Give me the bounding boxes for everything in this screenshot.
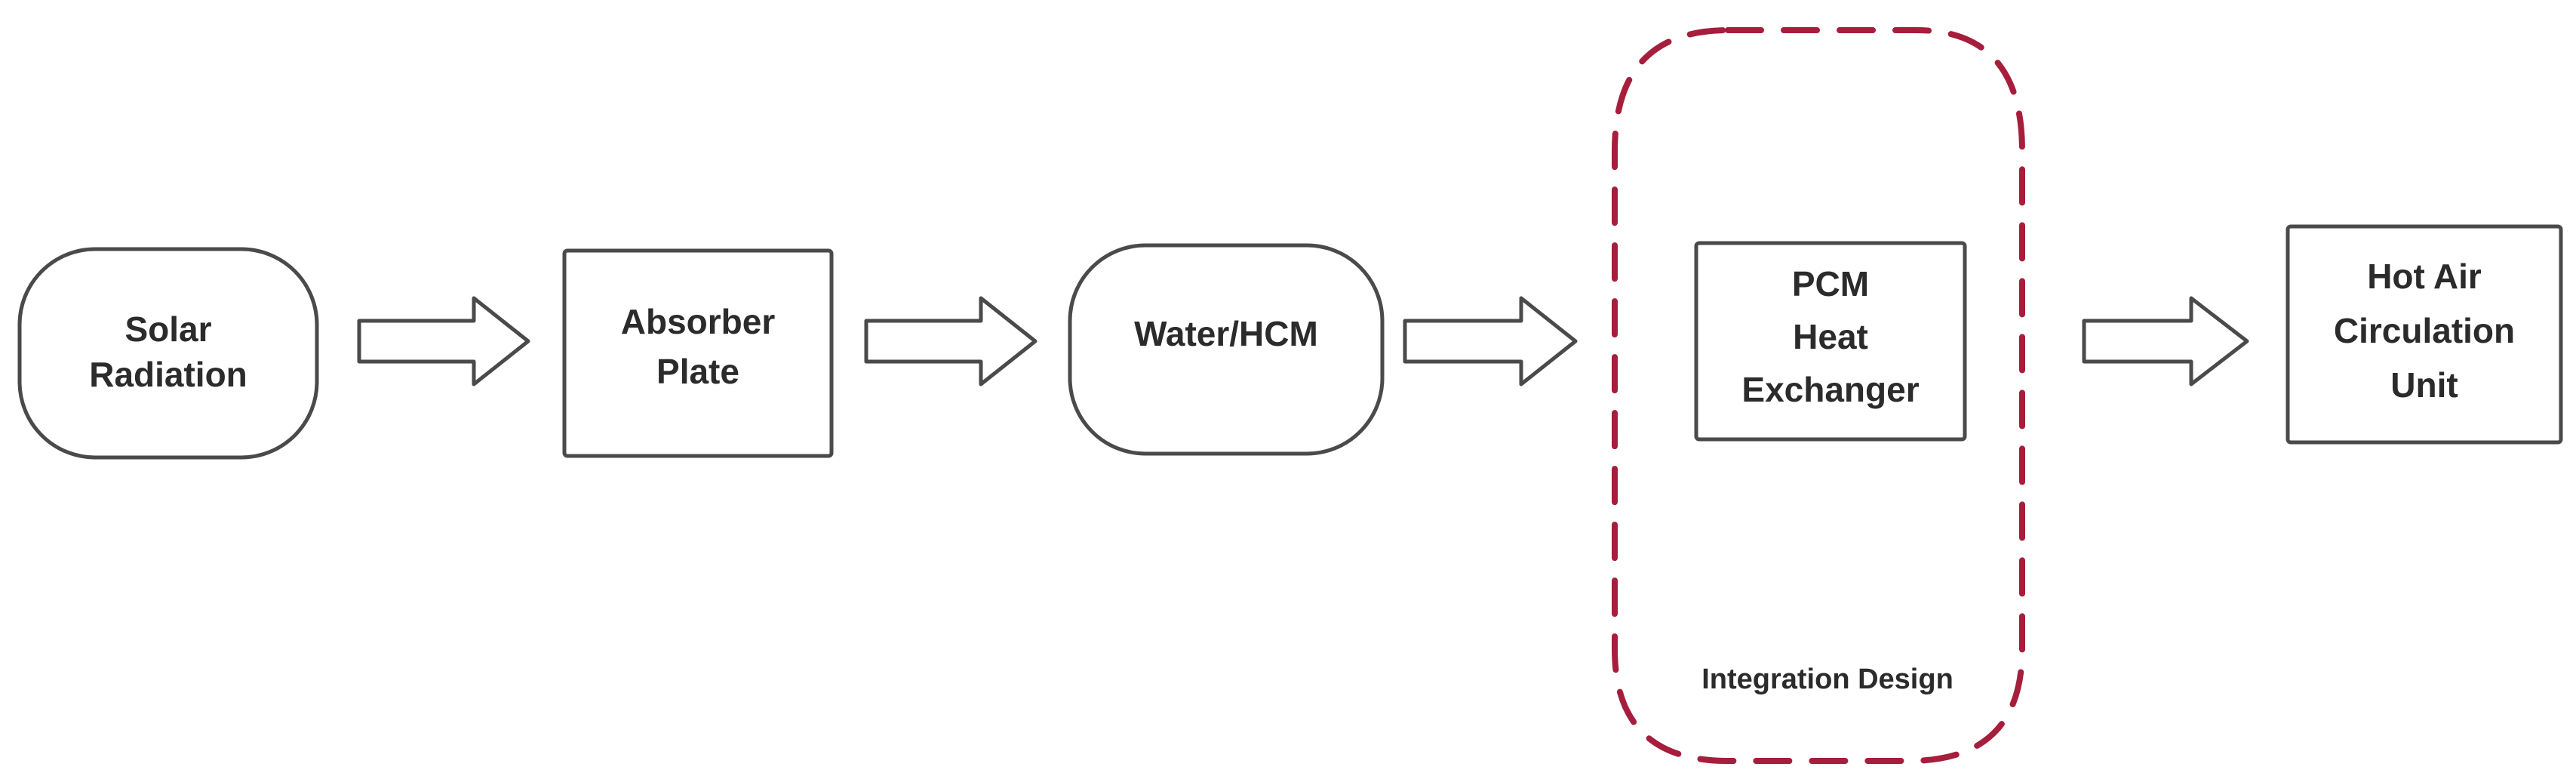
arrow-absorber-to-water [864,296,1037,386]
node-hot-air-circulation-unit-line-1: Hot Air [2367,257,2482,296]
node-solar-radiation-line-1: Solar [124,309,211,349]
node-solar-radiation: Solar Radiation [17,247,319,460]
node-pcm-heat-exchanger-shape [1694,241,1967,442]
node-hot-air-circulation-unit: Hot Air Circulation Unit [2286,224,2563,445]
node-hot-air-circulation-unit-shape [2286,224,2563,445]
node-hot-air-circulation-unit-line-3: Unit [2390,365,2458,405]
arrow-pcm-to-hot-air [2082,296,2249,386]
node-water-hcm-shape [1068,243,1385,456]
node-absorber-plate-shape [562,248,834,458]
node-absorber-plate: Absorber Plate [562,248,834,458]
node-solar-radiation-line-2: Radiation [89,355,247,394]
integration-design-label: Integration Design [1701,664,1954,695]
node-hot-air-circulation-unit-line-2: Circulation [2334,311,2515,350]
node-pcm-heat-exchanger-line-2: Heat [1793,317,1868,356]
node-solar-radiation-shape [17,247,319,460]
node-pcm-heat-exchanger-line-1: PCM [1792,264,1869,303]
node-absorber-plate-line-1: Absorber [621,302,776,341]
arrow-solar-to-absorber [357,296,530,386]
node-pcm-heat-exchanger: PCM Heat Exchanger [1694,241,1967,442]
arrow-water-to-pcm [1403,296,1578,386]
node-pcm-heat-exchanger-line-3: Exchanger [1741,370,1919,409]
node-absorber-plate-line-2: Plate [656,352,739,391]
integration-design-group-outline [1612,27,2025,764]
node-water-hcm: Water/HCM [1068,243,1385,456]
node-water-hcm-line-1: Water/HCM [1134,314,1318,353]
